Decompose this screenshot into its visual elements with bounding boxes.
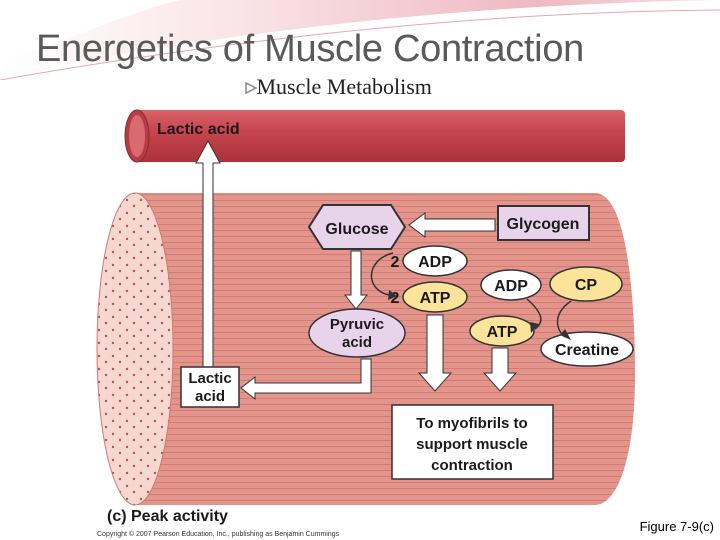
slide-subtitle: Muscle Metabolism	[240, 74, 432, 100]
blood-vessel-label: Lactic acid	[157, 121, 240, 138]
arrow-adp-to-atp-creatine	[526, 298, 542, 330]
glucose-label: Glucose	[325, 221, 388, 238]
slide-subtitle-text: Muscle Metabolism	[256, 74, 432, 99]
blood-vessel: Lactic acid	[124, 109, 625, 163]
glucose-node: Glucose	[307, 204, 407, 250]
adp-count: 2	[391, 254, 400, 271]
title-banner-decoration	[0, 0, 720, 80]
arrow-adp-to-atp	[370, 252, 394, 296]
myofibrils-line3: contraction	[431, 457, 513, 474]
pyruvic-line2: acid	[342, 334, 372, 351]
adp-label: ADP	[418, 254, 452, 271]
atp-count: 2	[391, 290, 400, 307]
creatine-label: Creatine	[555, 342, 619, 359]
copyright-text: Copyright © 2007 Pearson Education, Inc.…	[97, 530, 340, 538]
creatine-node: Creatine	[540, 331, 634, 367]
myofibrils-line2: support muscle	[416, 436, 528, 453]
arrow-atp-to-myofibrils-right	[482, 347, 518, 392]
arrow-glycogen-to-glucose	[408, 212, 496, 238]
arrow-glucose-to-pyruvic	[343, 250, 369, 310]
myofibrils-line1: To myofibrils to	[416, 415, 527, 432]
adp-input-node: 2 ADP	[391, 245, 468, 277]
adp-creatine-node: ADP	[480, 269, 542, 301]
atp2-label: ATP	[487, 324, 518, 341]
figure-reference: Figure 7-9(c)	[639, 519, 714, 534]
pyruvic-line1: Pyruvic	[330, 316, 384, 333]
atp-output-node: 2 ATP	[391, 281, 468, 313]
lactic-acid-node: Lactic acid	[180, 366, 240, 408]
glycogen-node: Glycogen	[497, 205, 590, 241]
glycogen-label: Glycogen	[507, 216, 580, 233]
myofibrils-node: To myofibrils to support muscle contract…	[391, 404, 554, 480]
arrow-atp-to-myofibrils-left	[417, 314, 453, 392]
pyruvic-acid-node: Pyruvic acid	[308, 308, 406, 358]
atp-creatine-node: ATP	[469, 315, 535, 347]
muscle-metabolism-diagram: Lactic acid Glucose Glycogen 2 ADP 2 ATP…	[95, 109, 635, 540]
arrow-pyruvic-to-lactic	[240, 358, 372, 401]
panel-label: (c) Peak activity	[107, 508, 228, 525]
atp-label: ATP	[420, 290, 451, 307]
arrow-lactic-to-blood	[195, 139, 221, 374]
cp-label: CP	[575, 277, 598, 294]
lactic-line2: acid	[195, 388, 225, 405]
cp-node: CP	[549, 266, 623, 302]
lactic-line1: Lactic	[188, 370, 231, 387]
slide-title: Energetics of Muscle Contraction	[36, 28, 584, 70]
adp2-label: ADP	[494, 278, 528, 295]
panel-label-band	[95, 507, 635, 540]
bullet-arrow-icon	[245, 81, 258, 95]
